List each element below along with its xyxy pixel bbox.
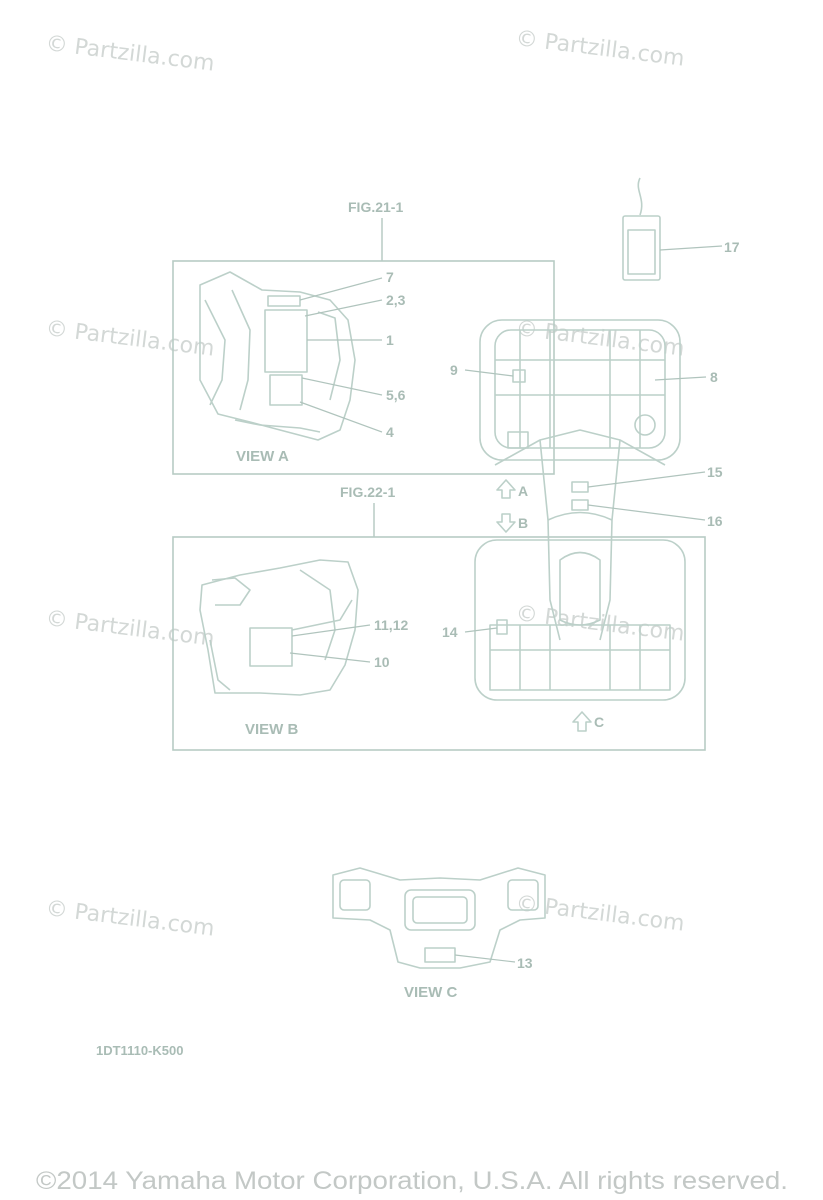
callout-1: 1 [386, 332, 394, 348]
hang-tag: 17 [622, 177, 740, 281]
watermark: © Partzilla.com [44, 896, 216, 942]
view-arrow-c: C [572, 711, 604, 732]
view-a-frame: FIG.21-1 VIEW A [172, 199, 555, 475]
view-a-callouts: 7 2,3 1 5,6 4 [386, 269, 406, 440]
callout-16: 16 [707, 513, 723, 529]
view-arrow-b: B [496, 513, 528, 533]
callout-8: 8 [710, 369, 718, 385]
callout-4: 4 [386, 424, 394, 440]
diagram-code: 1DT1110-K500 [96, 1043, 183, 1058]
view-b-callouts: 11,12 10 [374, 617, 408, 670]
watermark: © Partzilla.com [44, 31, 216, 77]
view-a-label: VIEW A [236, 448, 289, 465]
watermark: © Partzilla.com [514, 26, 686, 72]
view-c-panel [332, 867, 546, 969]
watermark: © Partzilla.com [514, 891, 686, 937]
view-b-leaders [289, 624, 371, 663]
callout-9: 9 [450, 362, 458, 378]
view-arrow-a: A [496, 479, 528, 499]
view-a-fender [199, 271, 356, 441]
callout-14: 14 [442, 624, 458, 640]
watermark: © Partzilla.com [514, 316, 686, 362]
view-b-label: VIEW B [245, 721, 299, 738]
view-c-leaders [454, 954, 516, 963]
view-a-leaders [299, 277, 383, 433]
callout-17: 17 [724, 239, 740, 255]
watermark: © Partzilla.com [44, 606, 216, 652]
callout-2-3: 2,3 [386, 292, 406, 308]
callout-5-6: 5,6 [386, 387, 406, 403]
callout-7: 7 [386, 269, 394, 285]
arrow-c-letter: C [594, 714, 604, 730]
fig-22-1-label: FIG.22-1 [340, 484, 395, 500]
atv-top-view [474, 319, 686, 701]
callout-10: 10 [374, 654, 390, 670]
fig-21-1-label: FIG.21-1 [348, 199, 403, 215]
callout-15: 15 [707, 464, 723, 480]
view-b-fender [199, 559, 359, 696]
arrow-a-letter: A [518, 483, 528, 499]
view-c-label: VIEW C [404, 984, 458, 1001]
atv-callouts: 9 8 15 16 14 [442, 362, 723, 640]
watermark: © Partzilla.com [44, 316, 216, 362]
view-b-frame: FIG.22-1 VIEW B [172, 484, 706, 751]
callout-13: 13 [517, 955, 533, 971]
copyright-notice: ©2014 Yamaha Motor Corporation, U.S.A. A… [36, 1167, 788, 1195]
callout-11-12: 11,12 [374, 617, 408, 633]
atv-leaders [464, 369, 707, 633]
arrow-b-letter: B [518, 515, 528, 531]
